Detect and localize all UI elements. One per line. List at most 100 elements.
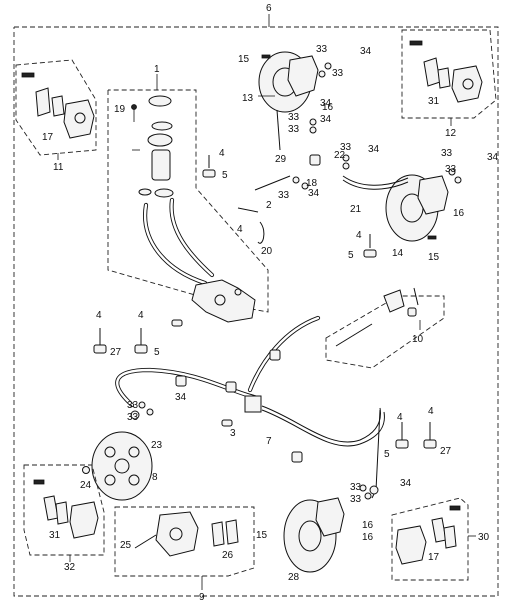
callout-4g: 4	[428, 406, 434, 417]
reservoir-screw-icon	[131, 104, 137, 110]
hardware-items	[93, 62, 462, 500]
tee-joint	[244, 395, 262, 413]
callout-4f: 4	[397, 412, 403, 423]
front-right-disc-assembly	[342, 174, 449, 242]
callout-1: 1	[154, 64, 160, 75]
callout-labels: 1 2 3 4 4 4 4 4 4 4 5 5 5 5 7 8 9 10 11 …	[42, 44, 499, 603]
callout-33l: 33	[350, 494, 362, 505]
brake-pad-left	[423, 57, 441, 87]
caliper-mounted	[287, 55, 319, 97]
callout-26: 26	[222, 550, 234, 561]
callout-31a: 31	[428, 96, 440, 107]
callout-6: 6	[266, 3, 272, 14]
callout-16d: 16	[362, 532, 374, 543]
brake-pad-right	[437, 67, 451, 89]
bolt-icon	[261, 54, 271, 59]
callout-17b: 17	[428, 552, 440, 563]
caliper-mounted	[417, 175, 449, 215]
callout-19: 19	[114, 104, 126, 115]
brake-pad-right	[225, 519, 239, 545]
lever-clevis	[383, 289, 405, 313]
callout-4c: 4	[96, 310, 102, 321]
callout-21: 21	[350, 204, 362, 215]
callout-17a: 17	[42, 132, 54, 143]
callout-33b: 33	[332, 68, 344, 79]
diaphragm	[151, 121, 173, 131]
callout-16c: 16	[362, 520, 374, 531]
bleed-screw-icon	[33, 479, 45, 485]
front-left-disc-assembly	[258, 51, 319, 151]
callout-33j: 33	[127, 412, 139, 423]
callout-28: 28	[288, 572, 300, 583]
callout-16b: 16	[453, 208, 465, 219]
callout-33k: 33	[350, 482, 362, 493]
callout-31b: 31	[49, 530, 61, 541]
callout-16a: 16	[322, 102, 334, 113]
callout-33f: 33	[340, 142, 352, 153]
bolt-icon	[427, 235, 437, 240]
bleed-screw-icon	[409, 40, 423, 46]
brake-pad-right	[443, 525, 457, 549]
callout-5d: 5	[384, 449, 390, 460]
master-cylinder-group	[107, 74, 269, 323]
reservoir-cap	[148, 95, 172, 107]
callout-34e: 34	[368, 144, 380, 155]
callout-23: 23	[151, 440, 163, 451]
rear-caliper-box	[114, 506, 255, 590]
callout-33c: 33	[288, 112, 300, 123]
caliper-mounted	[315, 497, 345, 537]
callout-4a: 4	[219, 148, 225, 159]
callout-11: 11	[53, 162, 64, 173]
callout-15b: 15	[428, 252, 440, 263]
callout-4d: 4	[138, 310, 144, 321]
callout-5b: 5	[154, 347, 160, 358]
rear-left-caliper-box	[23, 464, 105, 562]
callout-34h: 34	[400, 478, 412, 489]
callout-8: 8	[152, 472, 158, 483]
callout-27a: 27	[110, 347, 122, 358]
brake-pedal-box	[325, 287, 445, 369]
caliper-body	[395, 525, 427, 565]
brake-pad-right	[55, 501, 69, 525]
callout-33a: 33	[316, 44, 328, 55]
bleed-screw-icon	[21, 72, 35, 78]
callout-5c: 5	[348, 250, 354, 261]
callout-33g: 33	[441, 148, 453, 159]
hose-clamp	[154, 188, 174, 198]
callout-29: 29	[275, 154, 287, 165]
callout-30: 30	[478, 532, 490, 543]
brake-pad-left	[35, 87, 51, 117]
callout-13: 13	[242, 93, 254, 104]
rear-right-caliper-box	[391, 497, 476, 581]
callout-34d: 34	[308, 188, 320, 199]
callout-33i: 33	[127, 400, 139, 411]
callout-20: 20	[261, 246, 273, 257]
brake-pad-right	[51, 95, 65, 117]
rear-left-disc	[82, 431, 153, 501]
callout-33h: 33	[445, 164, 457, 175]
callout-10: 10	[412, 334, 424, 345]
callout-12: 12	[445, 128, 457, 139]
callout-4b: 4	[237, 224, 243, 235]
callout-34g: 34	[175, 392, 187, 403]
hose-clamp-small	[138, 188, 152, 196]
callout-22: 22	[334, 150, 346, 161]
callout-34c: 34	[320, 114, 332, 125]
push-rod	[335, 323, 373, 347]
callout-33e: 33	[278, 190, 290, 201]
reservoir-body	[151, 149, 171, 181]
callout-4e: 4	[356, 230, 362, 241]
callout-2: 2	[266, 200, 272, 211]
callout-18: 18	[306, 178, 318, 189]
callout-15a: 15	[238, 54, 250, 65]
callout-7: 7	[266, 436, 272, 447]
callout-14: 14	[392, 248, 404, 259]
callout-33d: 33	[288, 124, 300, 135]
callout-34f: 34	[487, 152, 499, 163]
callout-27b: 27	[440, 446, 452, 457]
front-right-caliper-box	[401, 29, 497, 126]
callout-15c: 15	[256, 530, 268, 541]
callout-32: 32	[64, 562, 76, 573]
rear-right-disc	[283, 497, 345, 573]
